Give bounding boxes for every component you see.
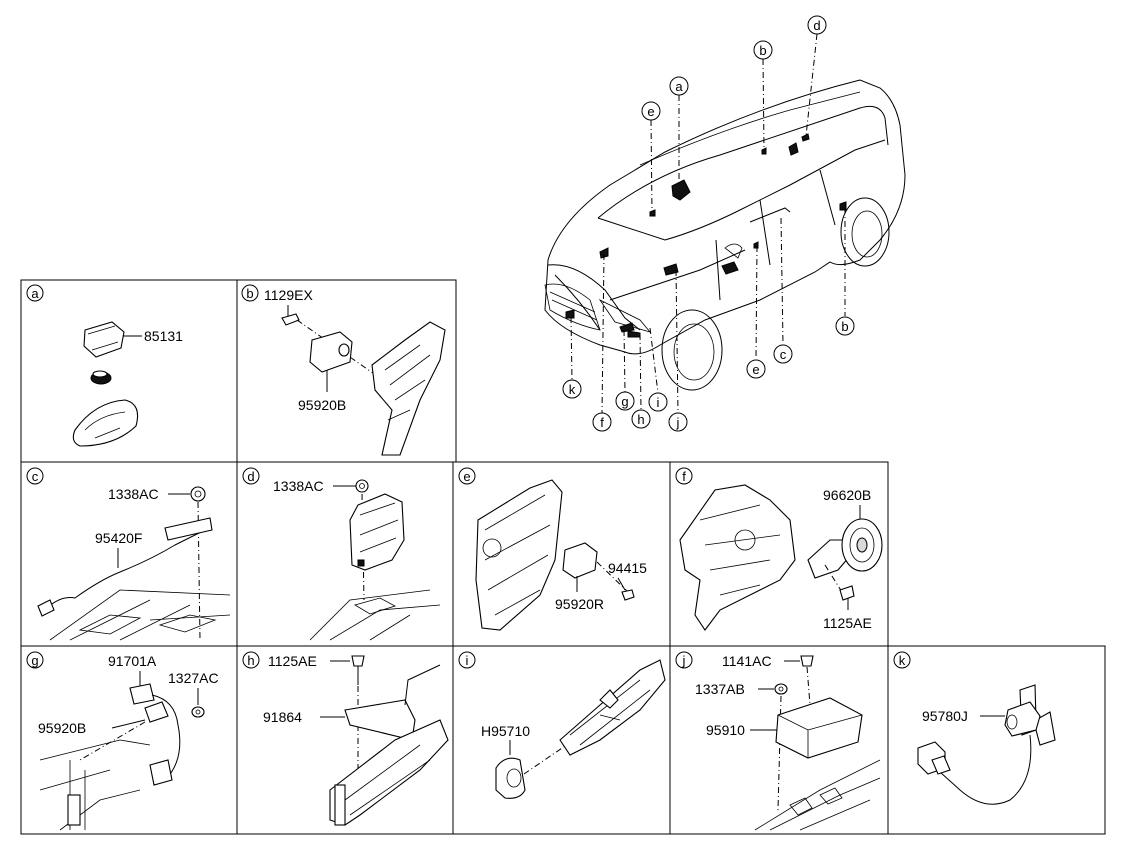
callout-d: d xyxy=(807,15,827,35)
panel-i: i H95710 xyxy=(458,651,666,799)
callout-e: e xyxy=(641,101,661,121)
svg-text:e: e xyxy=(463,469,470,484)
svg-text:f: f xyxy=(682,469,686,484)
svg-text:d: d xyxy=(813,18,820,33)
svg-text:h: h xyxy=(247,653,254,668)
part-1125AE-h: 1125AE xyxy=(268,653,317,669)
panel-a: a 85131 xyxy=(26,284,183,447)
callout-f: f xyxy=(592,412,612,432)
callout-e: e xyxy=(746,359,766,379)
part-91864: 91864 xyxy=(263,709,302,725)
part-95910: 95910 xyxy=(706,722,745,738)
panel-g: g 91701A 1327AC 95920B xyxy=(26,651,219,831)
part-95920B-g: 95920B xyxy=(38,720,86,736)
svg-text:i: i xyxy=(466,653,469,668)
panel-d: d 1338AC xyxy=(242,467,441,641)
panel-c: c 1338AC 95420F xyxy=(26,467,231,641)
svg-text:c: c xyxy=(780,347,787,362)
panel-f: f 96620B 1125AE xyxy=(675,467,883,631)
callout-a: a xyxy=(669,76,689,96)
part-85131: 85131 xyxy=(144,328,183,344)
svg-text:j: j xyxy=(676,415,680,430)
panel-e: e 95920R 94415 xyxy=(458,467,647,631)
callout-b: b xyxy=(835,316,855,336)
svg-text:b: b xyxy=(841,319,848,334)
svg-text:b: b xyxy=(759,43,766,58)
part-95920B: 95920B xyxy=(298,397,346,413)
part-91701A: 91701A xyxy=(108,653,157,669)
svg-text:j: j xyxy=(682,653,686,668)
part-96620B: 96620B xyxy=(823,487,871,503)
svg-text:f: f xyxy=(600,415,604,430)
svg-text:k: k xyxy=(899,653,906,668)
part-1141AC: 1141AC xyxy=(722,653,772,669)
svg-text:k: k xyxy=(569,382,576,397)
panel-b: b 1129EX 95920B xyxy=(241,284,446,456)
svg-text:g: g xyxy=(621,394,628,409)
svg-text:e: e xyxy=(647,104,654,119)
svg-text:e: e xyxy=(752,362,759,377)
callout-c: c xyxy=(773,344,793,364)
svg-text:i: i xyxy=(657,395,660,410)
svg-text:d: d xyxy=(247,469,254,484)
callout-b: b xyxy=(753,40,773,60)
svg-text:a: a xyxy=(675,79,683,94)
part-1337AB: 1337AB xyxy=(695,681,745,697)
svg-text:g: g xyxy=(31,653,38,668)
callout-i: i xyxy=(648,392,668,412)
part-1125AE: 1125AE xyxy=(823,615,872,631)
callout-j: j xyxy=(668,412,688,432)
vehicle-overview: a e b d b c e k g i h f j xyxy=(544,15,906,432)
svg-text:c: c xyxy=(32,469,39,484)
panel-h: h 1125AE 91864 xyxy=(242,651,449,826)
part-1129EX: 1129EX xyxy=(264,287,313,303)
svg-text:a: a xyxy=(31,286,39,301)
callout-k: k xyxy=(562,379,582,399)
part-94415: 94415 xyxy=(608,560,647,576)
svg-text:h: h xyxy=(637,412,644,427)
callout-h: h xyxy=(631,409,651,429)
svg-text:b: b xyxy=(246,286,253,301)
part-H95710: H95710 xyxy=(481,723,530,739)
part-95920R: 95920R xyxy=(555,596,604,612)
part-95420F: 95420F xyxy=(95,530,142,546)
part-1338AC-d: 1338AC xyxy=(273,478,324,494)
panel-j: j 1141AC 1337AB 95910 xyxy=(675,651,881,831)
part-1327AC: 1327AC xyxy=(168,670,219,686)
part-1338AC: 1338AC xyxy=(108,486,159,502)
panel-grid xyxy=(20,279,1106,835)
callout-g: g xyxy=(615,391,635,411)
part-95780J: 95780J xyxy=(922,708,968,724)
panel-k: k 95780J xyxy=(893,651,1056,805)
